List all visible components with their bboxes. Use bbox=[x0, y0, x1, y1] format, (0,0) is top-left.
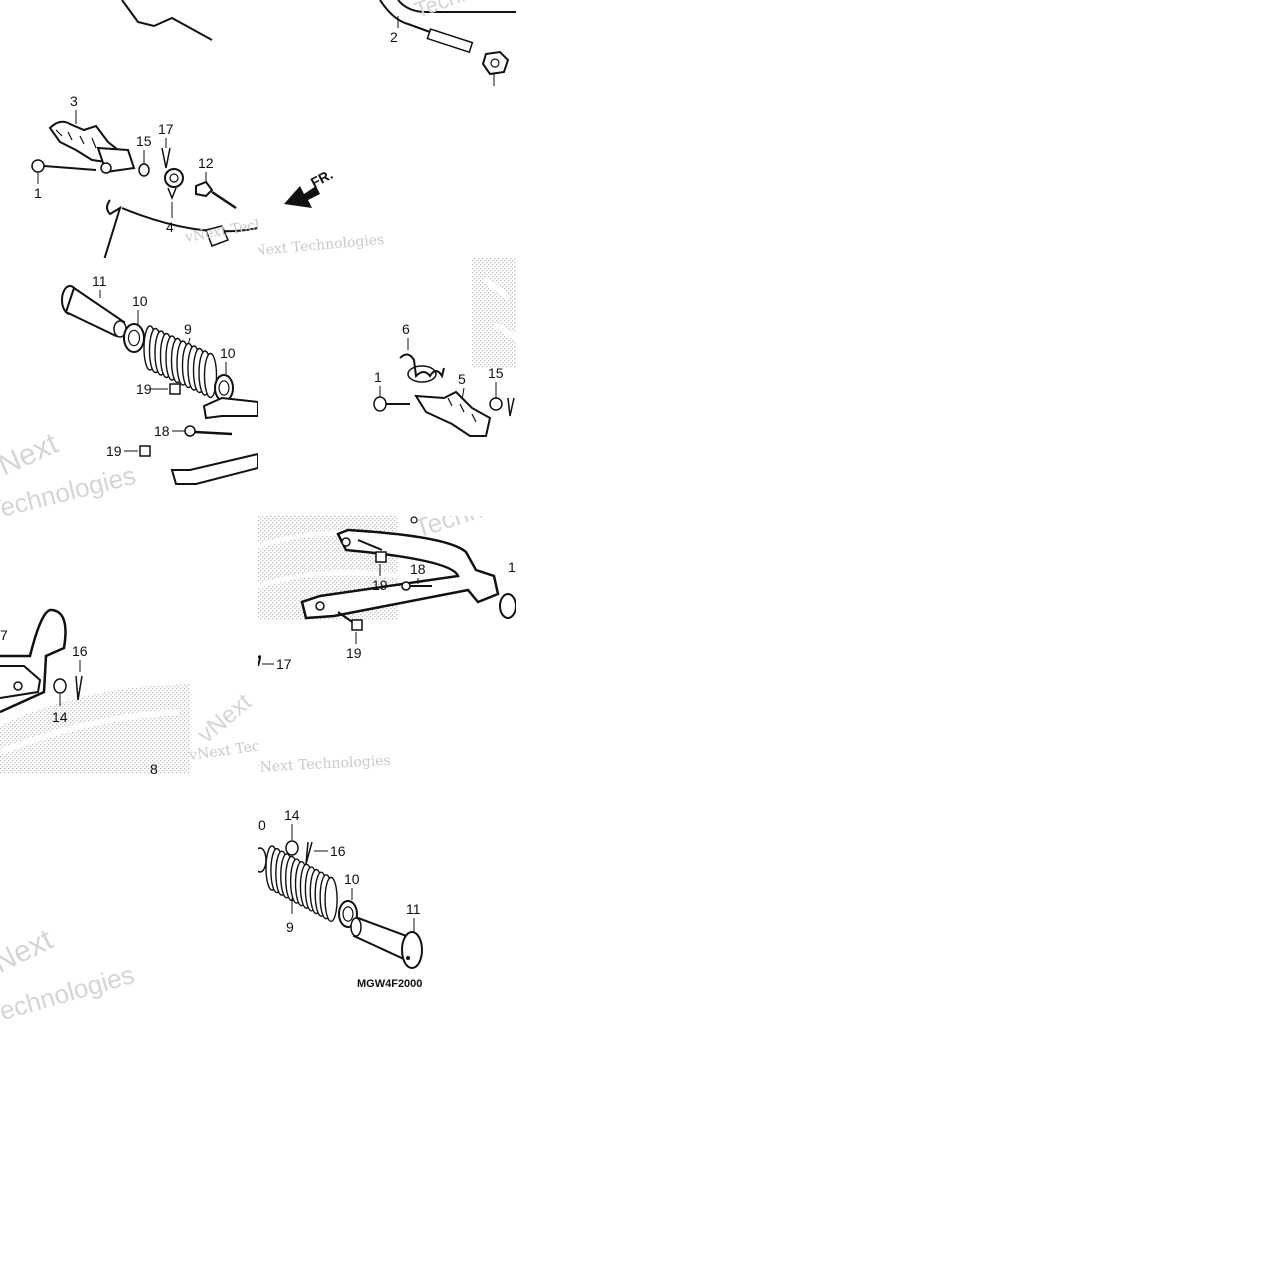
callout-15: 15 bbox=[136, 133, 152, 149]
tile-grip-right: 0 14 16 9 10 11 bbox=[258, 774, 516, 1032]
callout-1-right: 1 bbox=[374, 369, 382, 385]
callout-19-stay-upper: 19 bbox=[372, 577, 388, 593]
callout-10-upper: 10 bbox=[132, 293, 148, 309]
callout-8: 8 bbox=[150, 761, 158, 774]
callout-4: 4 bbox=[166, 219, 174, 235]
callout-19-upper: 19 bbox=[136, 381, 152, 397]
callout-15-right: 15 bbox=[488, 365, 504, 381]
callout-2: 2 bbox=[390, 29, 398, 45]
rubber-grip bbox=[143, 325, 218, 399]
callout-19-lower: 19 bbox=[106, 443, 122, 459]
callout-14: 14 bbox=[52, 709, 68, 725]
callout-9-lower: 9 bbox=[286, 919, 294, 935]
watermark-text: vNext bbox=[0, 923, 59, 987]
callout-16-lower: 16 bbox=[330, 843, 346, 859]
callout-11-lower: 11 bbox=[406, 901, 421, 917]
front-direction-arrow: FR. bbox=[284, 166, 335, 208]
callout-10-lower-grip: 10 bbox=[344, 871, 360, 887]
footpeg-stay bbox=[300, 528, 500, 620]
rubber-grip bbox=[265, 845, 338, 923]
callout-17-stay: 17 bbox=[276, 656, 292, 672]
callout-1: 1 bbox=[34, 185, 42, 201]
callout-14-lower: 14 bbox=[284, 807, 300, 823]
callout-11: 11 bbox=[92, 273, 107, 289]
svg-text:FR.: FR. bbox=[308, 166, 335, 191]
callout-1-stay: 1 bbox=[508, 559, 516, 575]
part-code-label: MGW4F2000 bbox=[357, 978, 423, 990]
tile-arrow: FR. vNext Technologies bbox=[258, 90, 516, 258]
callout-7: 7 bbox=[0, 627, 8, 643]
tile-top-right: 213Technologies bbox=[258, 0, 516, 100]
callout-16: 16 bbox=[72, 643, 88, 659]
callout-10-lower: 10 bbox=[220, 345, 236, 361]
callout-0: 0 bbox=[258, 817, 266, 833]
callout-6: 6 bbox=[402, 321, 410, 337]
tile-top bbox=[0, 0, 258, 100]
callout-17: 17 bbox=[158, 121, 174, 137]
callout-12: 12 bbox=[198, 155, 214, 171]
callout-19-stay-lower: 19 bbox=[346, 645, 362, 661]
callout-9: 9 bbox=[184, 321, 192, 337]
tile-stay-right: Technologies191819117vNext Technologies bbox=[258, 516, 516, 774]
callout-3: 3 bbox=[70, 93, 78, 109]
watermark-text: vNext Technologies bbox=[258, 753, 391, 774]
footpeg-pin-lower bbox=[350, 916, 423, 969]
callout-18-stay: 18 bbox=[410, 561, 426, 577]
callout-18: 18 bbox=[154, 423, 170, 439]
watermark-text: vNext Technologies bbox=[258, 232, 385, 258]
callout-5: 5 bbox=[458, 371, 466, 387]
footpeg-pin bbox=[61, 285, 127, 338]
